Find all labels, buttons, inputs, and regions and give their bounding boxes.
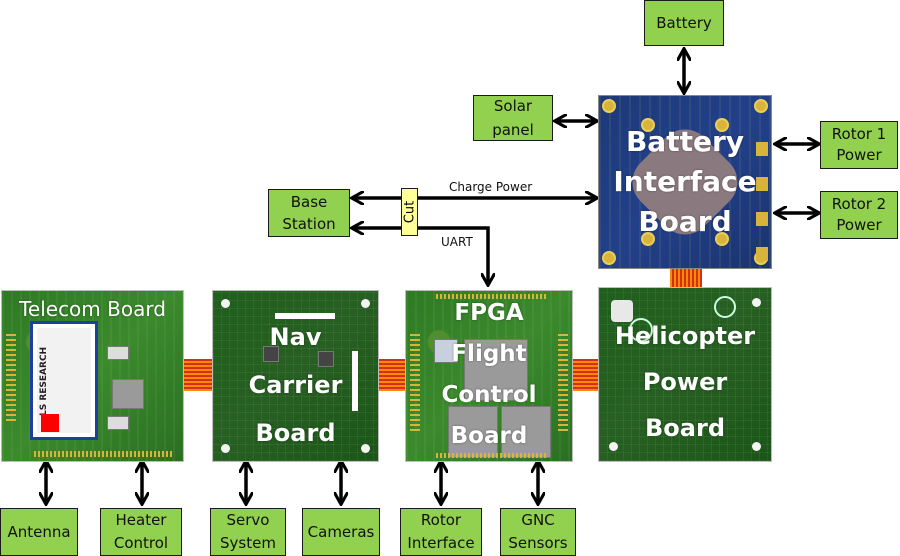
solar-panel-block: Solar panel [473, 95, 553, 141]
uart-label: UART [441, 235, 473, 249]
nav-carrier-board-label: Nav Carrier Board [248, 323, 343, 447]
antenna-block: Antenna [0, 508, 78, 556]
rotor2-power-block: Rotor 2 Power [820, 191, 898, 239]
flex-cable-nav-fpga [379, 359, 405, 391]
flex-cable-telecom-nav [184, 359, 212, 391]
rotor-interface-line2: Interface [407, 534, 475, 552]
rotor1-label-line2: Power [836, 146, 882, 164]
flex-cable-bib-hpb [670, 269, 702, 287]
heater-control-block: Heater Control [100, 508, 182, 556]
base-station-line2: Station [282, 215, 336, 233]
module-brand-text: LS RESEARCH [39, 346, 49, 416]
solar-label-line1: Solar [493, 97, 533, 115]
rotor-interface-block: Rotor Interface [400, 508, 482, 556]
battery-interface-board-label: Battery Interface Board [613, 125, 757, 238]
uart-link [353, 228, 488, 284]
servo-system-block: Servo System [210, 508, 286, 556]
flex-cable-fpga-hpb [573, 359, 598, 391]
nav-carrier-board: Nav Carrier Board [212, 290, 379, 462]
rotor-interface-line1: Rotor [420, 511, 462, 529]
antenna-label: Antenna [7, 523, 71, 541]
solar-label-line2: panel [492, 121, 534, 139]
battery-interface-board: Battery Interface Board [598, 95, 772, 269]
fpga-board-label: FPGA Flight Control Board [441, 300, 537, 449]
rotor1-power-block: Rotor 1 Power [820, 121, 898, 169]
charge-power-label: Charge Power [449, 180, 533, 194]
cut-marker: Cut [401, 188, 418, 236]
fpga-flight-control-board: FPGA Flight Control Board [405, 290, 573, 462]
logo-icon [611, 300, 633, 322]
gnc-label-line1: GNC [521, 511, 555, 529]
cameras-label: Cameras [307, 523, 375, 541]
heater-label-line1: Heater [115, 511, 167, 529]
telecom-board-label: Telecom Board [19, 297, 166, 321]
servo-label-line2: System [220, 534, 276, 552]
helicopter-power-board: Helicopter Power Board [598, 287, 772, 462]
battery-label: Battery [656, 14, 712, 32]
base-station-line1: Base [290, 193, 328, 211]
heater-label-line2: Control [113, 534, 169, 552]
cut-label: Cut [402, 200, 417, 224]
cameras-block: Cameras [302, 508, 380, 556]
rotor1-label-line1: Rotor 1 [831, 125, 887, 143]
gnc-label-line2: Sensors [508, 534, 568, 552]
base-station-block: Base Station [268, 189, 350, 237]
rotor2-label-line1: Rotor 2 [831, 195, 887, 213]
helicopter-power-board-label: Helicopter Power Board [614, 322, 756, 442]
gnc-sensors-block: GNC Sensors [500, 508, 576, 556]
battery-block: Battery [644, 0, 724, 46]
rotor2-label-line2: Power [836, 216, 882, 234]
servo-label-line1: Servo [226, 511, 270, 529]
ls-research-module: LS RESEARCH [30, 321, 98, 440]
telecom-board: LS RESEARCH Telecom Board [1, 290, 184, 462]
